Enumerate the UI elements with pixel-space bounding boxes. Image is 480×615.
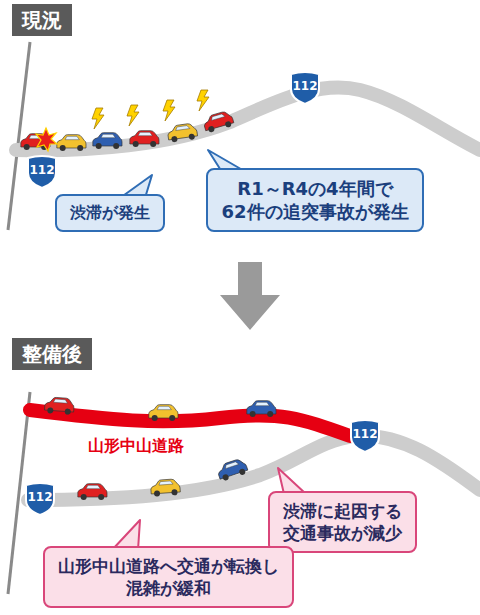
car-red — [202, 110, 235, 134]
section-header: 現況 — [12, 4, 72, 36]
road-route-112 — [28, 436, 480, 500]
impact-bolt — [127, 105, 139, 126]
impact-bolt — [197, 90, 209, 111]
node-text: 112 — [288, 71, 322, 92]
callout-box: 山形中山道路へ交通が転換し 混雑が緩和 — [43, 546, 294, 608]
panel-edge-line — [8, 42, 30, 230]
car-red — [130, 131, 159, 147]
node-text: 渋滞に起因する 交通事故が減少 — [283, 500, 402, 544]
impact-bolt — [163, 100, 175, 121]
node-text: 112 — [348, 419, 382, 440]
route-shield: 112 — [25, 155, 59, 189]
car-yellow — [149, 405, 178, 421]
node-text: R1～R4の4年間で 62件の追突事故が発生 — [221, 177, 408, 224]
car-blue — [247, 401, 276, 417]
node-text: 山形中山道路へ交通が転換し 混雑が緩和 — [58, 555, 279, 599]
crash-star — [36, 128, 57, 151]
car-yellow — [150, 479, 180, 497]
car-blue — [93, 133, 122, 149]
route-shield: 112 — [348, 419, 382, 453]
node-text: 渋滞が発生 — [70, 203, 150, 224]
car-yellow — [167, 123, 198, 143]
node-text: 現況 — [22, 7, 62, 33]
down-arrow — [220, 262, 280, 330]
car-red — [44, 397, 74, 415]
route-shield: 112 — [23, 482, 57, 516]
callout-box: R1～R4の4年間で 62件の追突事故が発生 — [206, 168, 423, 233]
car-yellow — [57, 135, 86, 151]
road-yamagata-nakayama — [30, 410, 350, 436]
callout-box: 渋滞が発生 — [55, 194, 165, 233]
node-text: 112 — [25, 155, 59, 176]
node-text: 112 — [23, 482, 57, 503]
route-shield: 112 — [288, 71, 322, 105]
callout-box: 渋滞に起因する 交通事故が減少 — [268, 491, 417, 553]
car-red — [78, 484, 107, 500]
impact-bolt — [92, 108, 104, 129]
car-blue — [216, 457, 249, 482]
node-text: 整備後 — [22, 341, 82, 367]
road-route-112 — [16, 87, 480, 150]
section-header: 整備後 — [12, 338, 92, 370]
road-name-label: 山形中山道路 — [88, 436, 184, 457]
